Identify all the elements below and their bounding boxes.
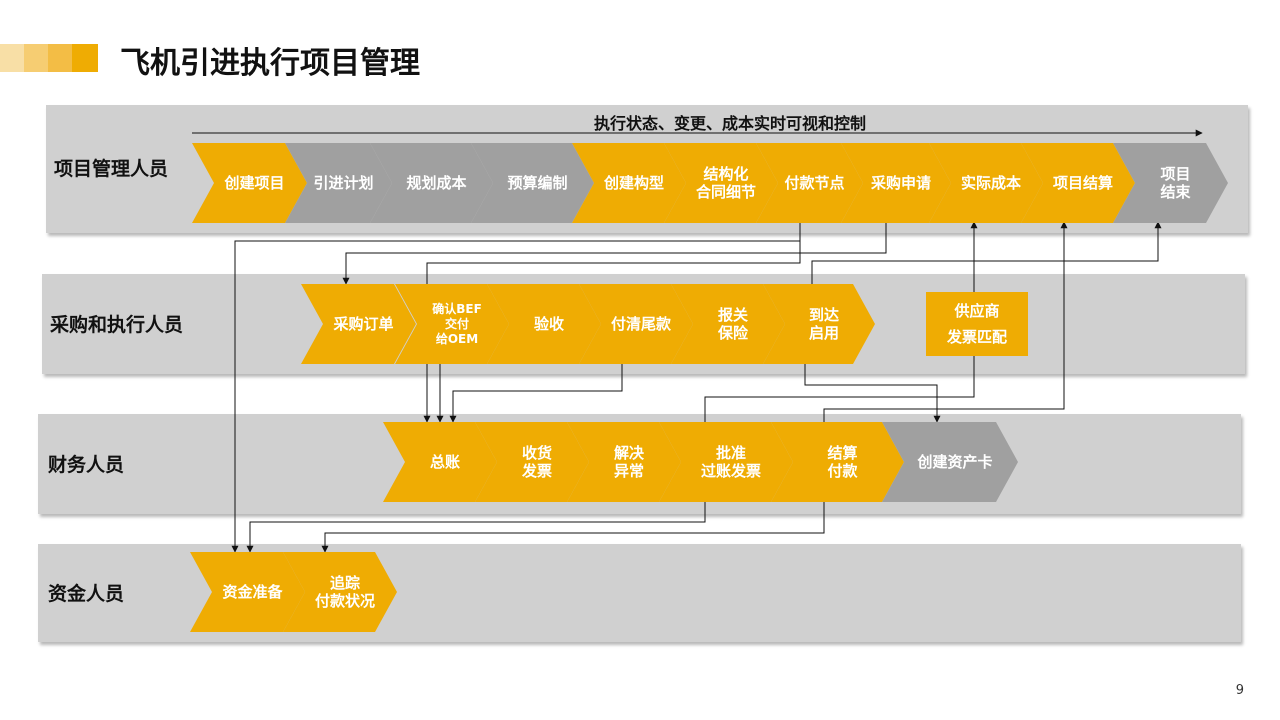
step-confirm-bef: 确认BEF 交付 给OEM — [395, 284, 509, 364]
connector-settle-to-fund-tracking — [321, 500, 825, 553]
step-label: 创建项目 — [224, 174, 285, 192]
connector-pm-to-treasury — [231, 222, 801, 553]
step-label: 到达 启用 — [808, 306, 839, 342]
connector-invoice-match-to-actual-cost — [704, 392, 975, 423]
step-label: 解决 异常 — [613, 444, 644, 480]
step-customs-insurance: 报关 保险 — [671, 284, 785, 364]
step-track-payment: 追踪 付款状况 — [283, 552, 397, 632]
step-label: 采购订单 — [333, 315, 394, 333]
connector-pm-to-purchase-order — [342, 222, 887, 285]
step-label: 引进计划 — [313, 174, 374, 192]
step-label: 项目 结束 — [1160, 165, 1191, 201]
step-arrival-activation: 到达 启用 — [763, 284, 875, 364]
step-label: 报关 保险 — [717, 306, 748, 342]
supplier-invoice-matching: 供应商 发票匹配 — [926, 292, 1028, 356]
step-label: 规划成本 — [406, 174, 467, 192]
connector-arrival-to-project-end — [811, 221, 1162, 284]
step-label: 收货 发票 — [521, 444, 552, 480]
step-label: 采购申请 — [870, 174, 931, 192]
step-final-payment: 付清尾款 — [579, 284, 693, 364]
step-introduction-plan: 引进计划 — [285, 143, 392, 223]
step-label: 付清尾款 — [610, 315, 671, 333]
step-purchase-request: 采购申请 — [841, 143, 951, 223]
step-create-project: 创建项目 — [192, 143, 307, 223]
step-label: 创建构型 — [603, 174, 664, 192]
step-label: 实际成本 — [960, 174, 1021, 192]
lane-label-treasury: 资金人员 — [48, 583, 125, 605]
visibility-control-label: 执行状态、变更、成本实时可视和控制 — [593, 114, 866, 133]
connector-approve-to-fund — [246, 500, 706, 553]
connector-settlement-to-project-close — [823, 221, 1068, 422]
step-label: 批准 过账发票 — [700, 444, 761, 480]
step-label: 验收 — [533, 315, 564, 333]
step-project-end: 项目 结束 — [1113, 143, 1228, 223]
step-settle-payment: 结算 付款 — [771, 422, 904, 502]
step-label: 追踪 付款状况 — [314, 574, 375, 610]
step-payment-milestones: 付款节点 — [756, 143, 863, 223]
page-title: 飞机引进执行项目管理 — [120, 46, 420, 81]
step-label: 结算 付款 — [827, 444, 858, 480]
step-approve-post-invoice: 批准 过账发票 — [659, 422, 793, 502]
step-label: 资金准备 — [222, 583, 283, 601]
step-label: 确认BEF 交付 给OEM — [432, 301, 482, 346]
connector-arrival-to-asset-card — [804, 364, 941, 423]
step-label: 创建资产卡 — [917, 453, 993, 471]
step-label: 预算编制 — [507, 174, 568, 192]
step-general-ledger: 总账 — [383, 422, 497, 502]
step-create-configuration: 创建构型 — [572, 143, 686, 223]
step-purchase-order: 采购订单 — [301, 284, 416, 364]
lane-label-finance: 财务人员 — [48, 454, 125, 476]
connector-final-payment-to-ledger — [449, 364, 623, 423]
step-project-settlement: 项目结算 — [1021, 143, 1135, 223]
step-create-asset-card: 创建资产卡 — [882, 422, 1018, 502]
step-structure-contract: 结构化 合同细节 — [664, 143, 778, 223]
lane-label-procurement: 采购和执行人员 — [50, 314, 184, 336]
page-number: 9 — [1235, 683, 1244, 698]
step-label: 结构化 合同细节 — [695, 165, 756, 201]
step-acceptance: 验收 — [487, 284, 601, 364]
title-decoration — [0, 44, 100, 72]
step-label: 总账 — [429, 453, 460, 471]
step-actual-cost: 实际成本 — [929, 143, 1043, 223]
step-label: 付款节点 — [784, 174, 845, 192]
step-plan-cost: 规划成本 — [370, 143, 493, 223]
step-fund-preparation: 资金准备 — [190, 552, 305, 632]
lane-label-project-management: 项目管理人员 — [54, 158, 169, 180]
step-budget: 预算编制 — [471, 143, 594, 223]
step-receipt-invoice: 收货 发票 — [475, 422, 589, 502]
step-resolve-exceptions: 解决 异常 — [567, 422, 681, 502]
step-label: 项目结算 — [1052, 174, 1113, 192]
